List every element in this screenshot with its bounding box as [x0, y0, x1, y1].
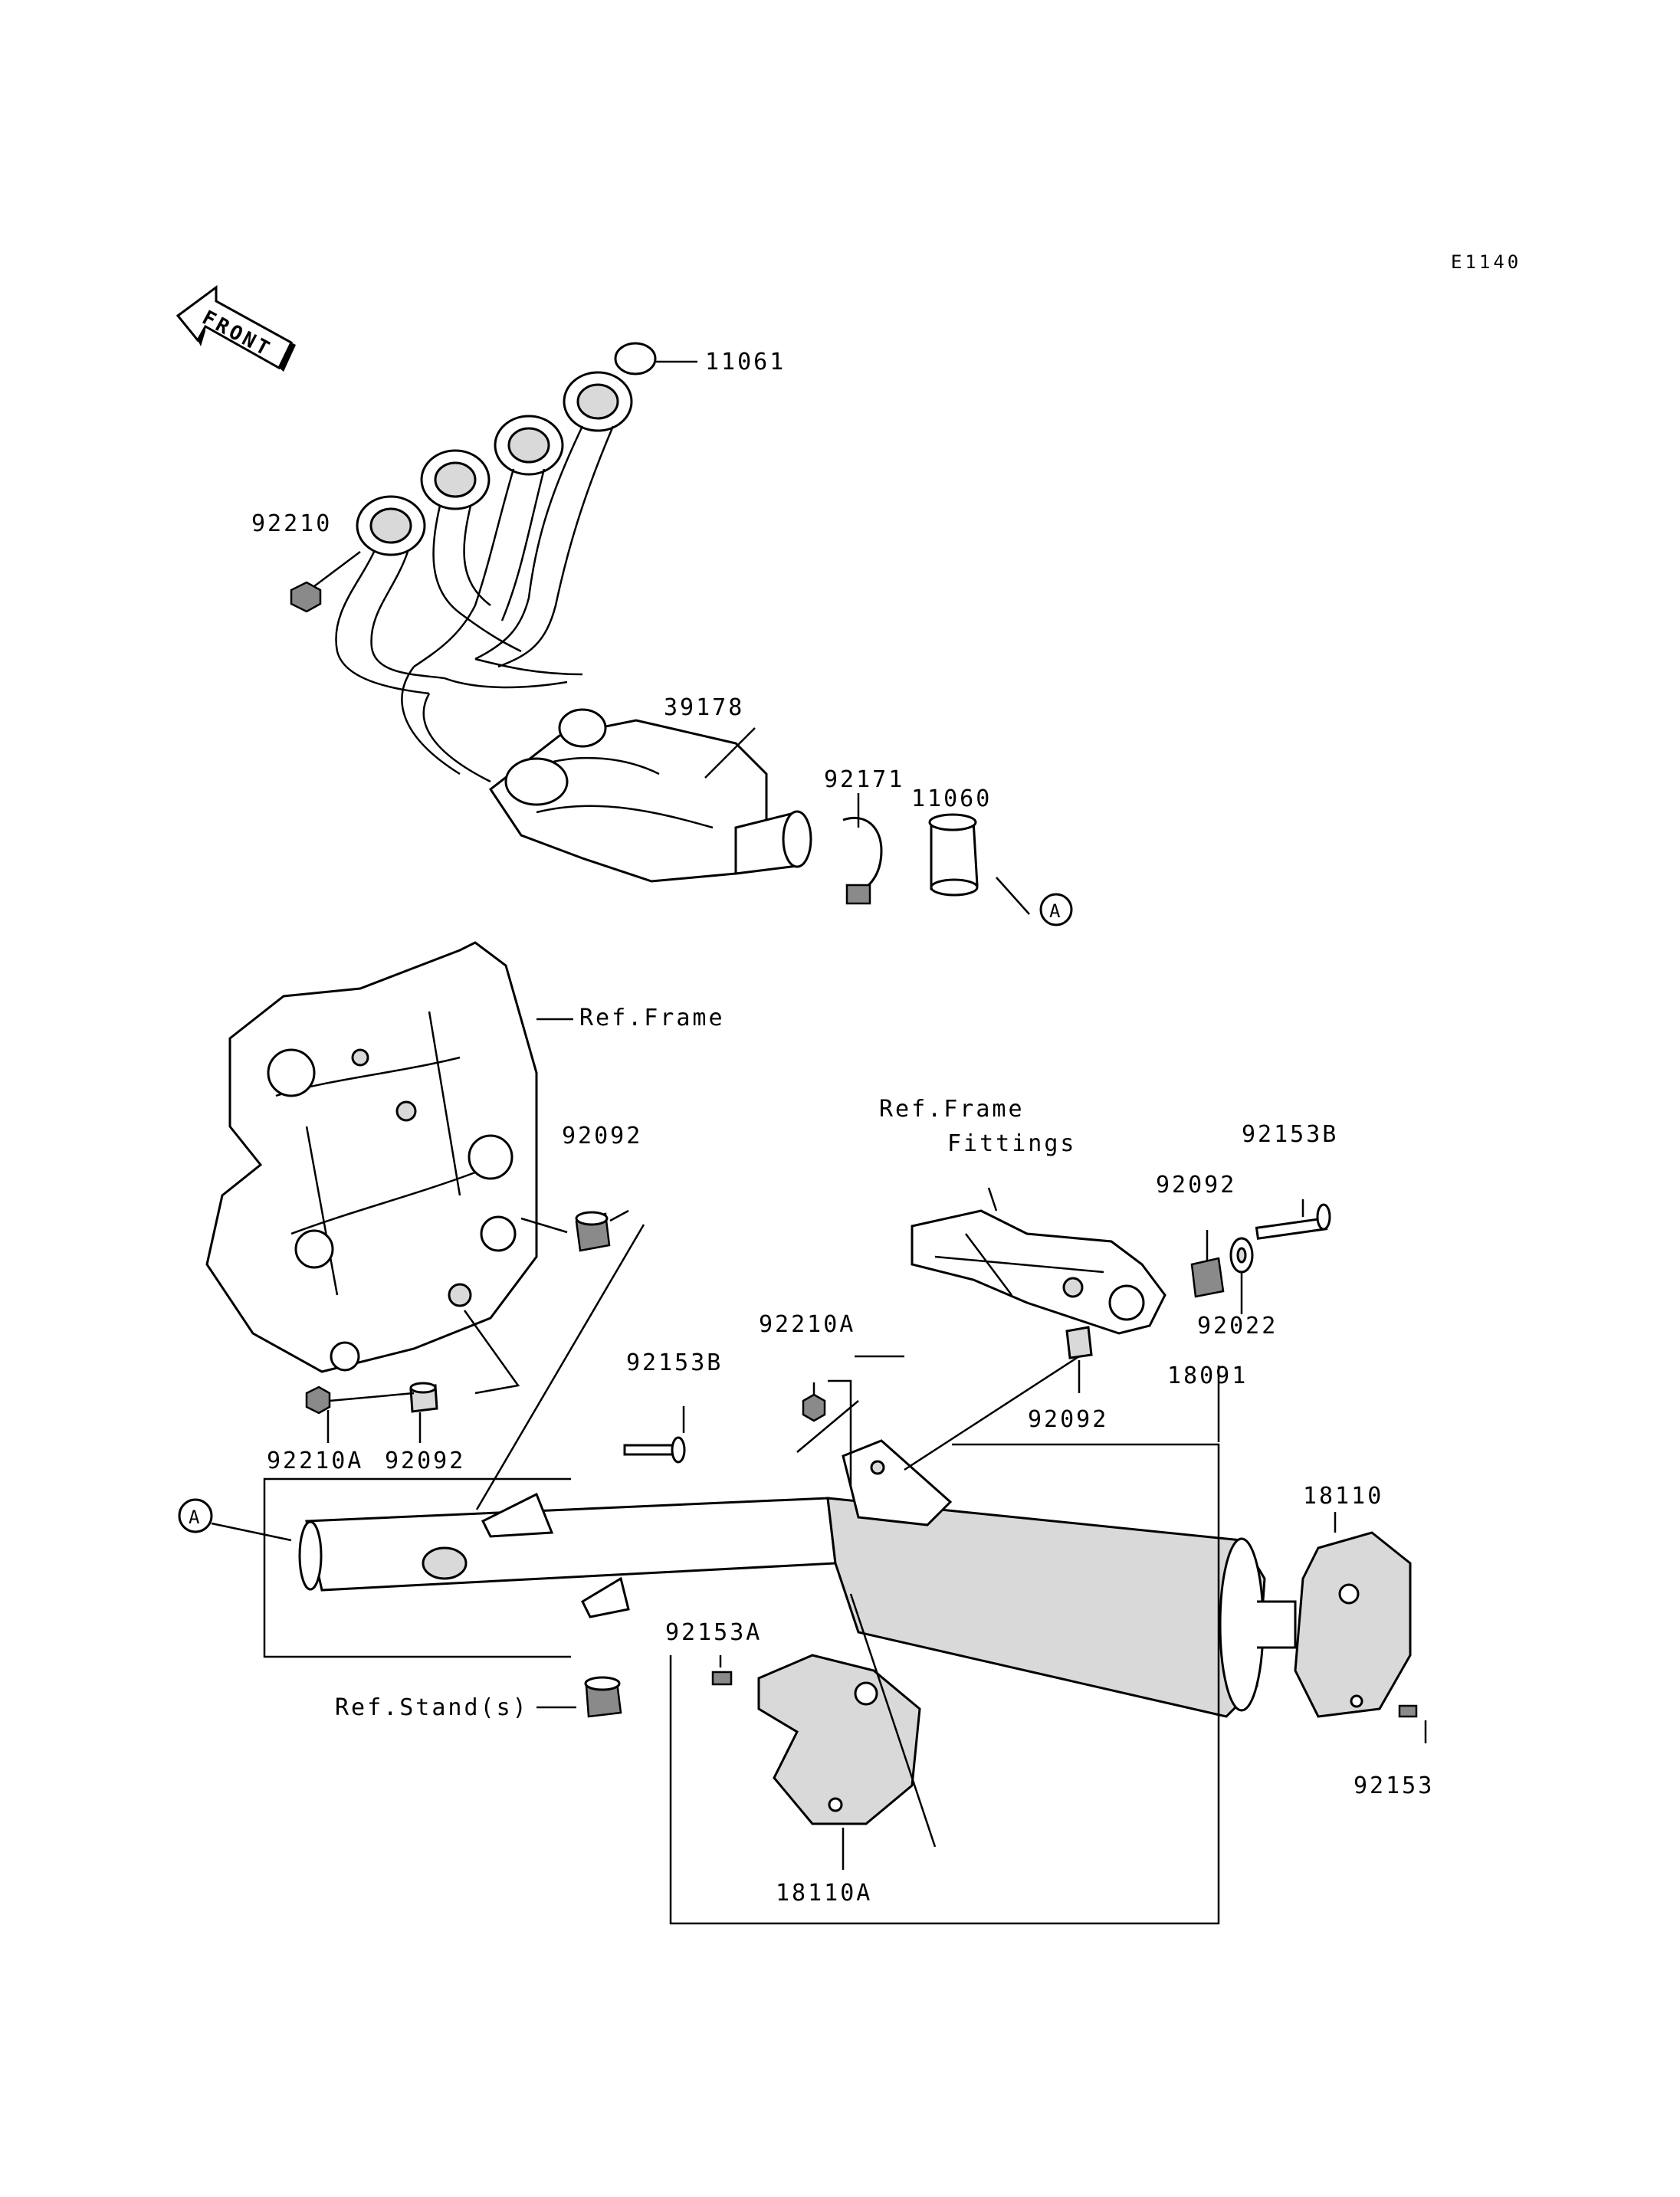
label-ref-frame: Ref.Frame — [579, 1005, 725, 1031]
leader-lines — [211, 360, 1427, 1925]
damper-92092-muffler[interactable] — [1065, 1326, 1093, 1359]
front-direction-arrow-icon: FRONT — [176, 285, 296, 372]
label-ref-frame-fittings-2: Fittings — [947, 1130, 1077, 1157]
heat-guard-18110A[interactable] — [757, 1654, 921, 1825]
damper-92092-frame-lower[interactable] — [409, 1382, 438, 1413]
frame-fittings-bracket — [911, 1209, 1166, 1335]
header-pipes — [335, 425, 615, 783]
nut-92210A-frame[interactable] — [305, 1385, 331, 1415]
stand-rubber[interactable] — [584, 1676, 622, 1718]
label-92092-muffler: 92092 — [1028, 1406, 1108, 1433]
label-ref-frame-fittings-1: Ref.Frame — [879, 1096, 1025, 1123]
header-flanges — [356, 371, 633, 556]
callout-a-left: A — [178, 1498, 213, 1533]
label-ref-stand: Ref.Stand(s) — [335, 1694, 529, 1721]
diagram-code: E1140 — [1451, 251, 1521, 273]
svg-text:A: A — [1049, 900, 1061, 922]
damper-92092-fittings[interactable] — [1190, 1257, 1225, 1298]
damper-92092-frame-upper[interactable] — [575, 1211, 611, 1252]
exhaust-header-pipe-39178[interactable] — [335, 342, 812, 883]
label-92153B-upper: 92153B — [1242, 1121, 1338, 1148]
end-cap-18110[interactable] — [1294, 1531, 1412, 1718]
gasket-11060[interactable] — [928, 813, 979, 897]
label-11060: 11060 — [911, 785, 992, 812]
nut-92210[interactable] — [290, 581, 322, 613]
gasket-11061[interactable] — [614, 342, 657, 375]
callout-a-top: A — [1039, 893, 1073, 926]
washer-92022[interactable] — [1229, 1237, 1254, 1274]
bolt-92153A[interactable] — [711, 1671, 733, 1686]
bolt-92153B-lower[interactable] — [623, 1436, 686, 1464]
bolt-92153B-upper[interactable] — [1255, 1203, 1331, 1240]
label-92153: 92153 — [1354, 1772, 1434, 1799]
nut-92210A-muffler[interactable] — [802, 1393, 826, 1422]
frame-reference — [205, 941, 538, 1373]
label-18110A: 18110A — [776, 1880, 872, 1907]
label-92171: 92171 — [824, 766, 904, 793]
bolt-92153[interactable] — [1398, 1704, 1418, 1718]
muffler-18091[interactable] — [298, 1439, 1297, 1718]
label-92153B-lower: 92153B — [626, 1349, 723, 1376]
label-92092-frame-lower: 92092 — [385, 1448, 465, 1474]
label-92092-fittings: 92092 — [1156, 1172, 1236, 1199]
label-92092-frame: 92092 — [562, 1123, 642, 1149]
label-92210A-frame: 92210A — [267, 1448, 363, 1474]
label-18091: 18091 — [1167, 1362, 1248, 1389]
label-92153A: 92153A — [665, 1619, 762, 1646]
label-11061: 11061 — [705, 349, 786, 375]
label-92210: 92210 — [251, 510, 332, 537]
label-18110: 18110 — [1303, 1483, 1383, 1510]
svg-text:A: A — [189, 1507, 200, 1528]
clamp-92171[interactable] — [842, 816, 883, 905]
label-39178: 39178 — [664, 694, 744, 721]
label-92210A-muffler: 92210A — [759, 1311, 855, 1338]
label-92022: 92022 — [1197, 1313, 1278, 1340]
